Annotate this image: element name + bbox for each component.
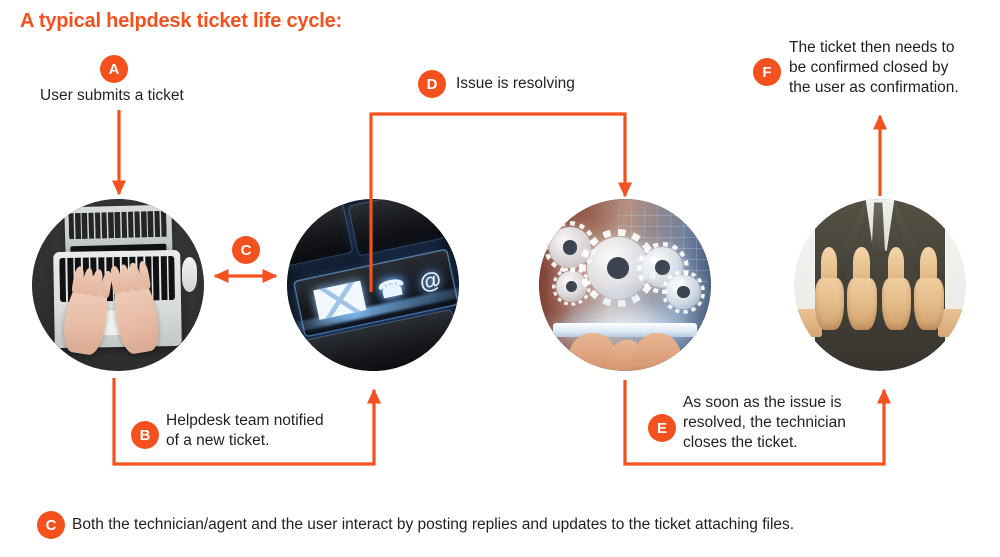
step-badge-b: B bbox=[131, 421, 159, 449]
page-title: A typical helpdesk ticket life cycle: bbox=[20, 10, 342, 32]
phone-icon: ☎ bbox=[375, 273, 408, 304]
step-badge-d: D bbox=[418, 70, 446, 98]
step-badge-f: F bbox=[753, 58, 781, 86]
step-caption-a-line-1: User submits a ticket bbox=[40, 87, 184, 104]
step-caption-e-line-1: As soon as the issue is bbox=[683, 394, 842, 411]
photo-hands-typing-on-laptop bbox=[32, 199, 204, 371]
step-badge-c: C bbox=[232, 236, 260, 264]
step-caption-f-line-1: The ticket then needs to bbox=[789, 39, 955, 56]
footer-badge-c: C bbox=[37, 511, 65, 539]
step-badge-a: A bbox=[100, 55, 128, 83]
step-caption-a: User submits a ticket bbox=[40, 86, 184, 106]
step-caption-b-line-1: Helpdesk team notified bbox=[166, 412, 324, 429]
photo-thumbs-up-businessmen bbox=[794, 199, 966, 371]
photo-glowing-contact-keyboard-key: ☎ @ bbox=[287, 199, 459, 371]
step-caption-f-line-3: the user as confirmation. bbox=[789, 78, 959, 96]
step-caption-f: The ticket then needs to be confirmed cl… bbox=[789, 38, 959, 97]
step-caption-e-line-3: closes the ticket. bbox=[683, 433, 798, 451]
step-caption-d: Issue is resolving bbox=[456, 74, 575, 94]
envelope-icon bbox=[312, 280, 367, 320]
footer-note: Both the technician/agent and the user i… bbox=[72, 516, 795, 533]
step-caption-d-line-1: Issue is resolving bbox=[456, 75, 575, 92]
step-caption-e: As soon as the issue is resolved, the te… bbox=[683, 393, 846, 452]
step-caption-e-line-2: resolved, the technician bbox=[683, 413, 846, 431]
step-caption-f-line-2: be confirmed closed by bbox=[789, 58, 949, 76]
step-caption-b: Helpdesk team notified of a new ticket. bbox=[166, 411, 324, 451]
photo-gears-over-tablet-in-hands bbox=[539, 199, 711, 371]
step-badge-e: E bbox=[648, 414, 676, 442]
step-caption-b-line-2: of a new ticket. bbox=[166, 431, 270, 449]
at-sign-icon: @ bbox=[416, 265, 443, 295]
